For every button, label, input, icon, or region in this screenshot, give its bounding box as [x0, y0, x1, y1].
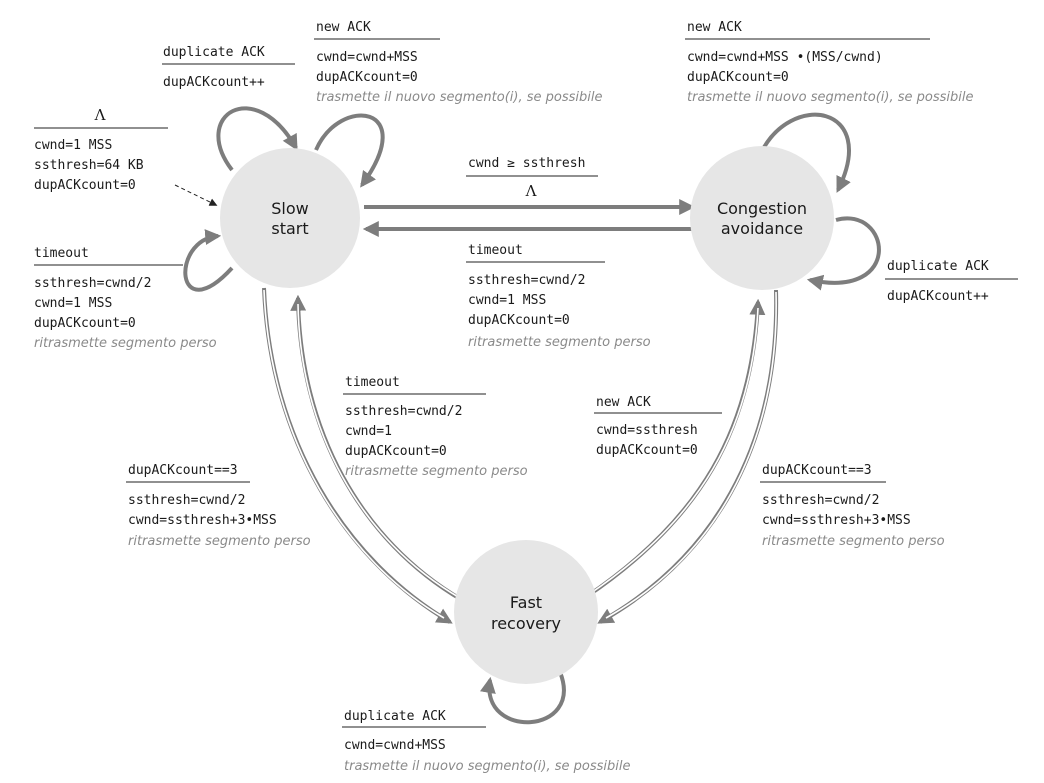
ss-to-ca-label: cwnd ≥ ssthresh Λ: [466, 156, 598, 200]
ss-dup-ack-loop: [216, 106, 298, 172]
ss-timeout-label: timeout ssthresh=cwnd/2 cwnd=1 MSS dupAC…: [34, 246, 217, 351]
transition-action: ssthresh=cwnd/2: [128, 493, 245, 508]
transition-event: duplicate ACK: [887, 259, 989, 274]
transition-action: Λ: [525, 182, 537, 200]
transition-event: duplicate ACK: [344, 709, 446, 724]
fr-dup-ack-loop: [480, 671, 566, 725]
state-fast-recovery-label-line1: Fast: [510, 593, 542, 612]
initial-action: cwnd=1 MSS: [34, 138, 112, 153]
state-fast-recovery-label-line2: recovery: [491, 614, 561, 633]
transition-action: cwnd=ssthresh+3•MSS: [128, 513, 277, 528]
transition-event: duplicate ACK: [163, 45, 265, 60]
transition-event: timeout: [345, 375, 400, 390]
ca-new-ack-loop: [758, 112, 851, 193]
transition-action: cwnd=1 MSS: [468, 293, 546, 308]
transition-action: ssthresh=cwnd/2: [345, 404, 462, 419]
transition-event: new ACK: [316, 20, 371, 35]
transition-action: dupACKcount=0: [468, 313, 570, 328]
transition-note: trasmette il nuovo segmento(i), se possi…: [316, 90, 602, 105]
transition-note: ritrasmette segmento perso: [468, 335, 651, 350]
ss-new-ack-loop: [314, 113, 385, 188]
ss-timeout-loop: [183, 229, 234, 292]
transition-action: cwnd=1: [345, 424, 392, 439]
ss-new-ack-label: new ACK cwnd=cwnd+MSS dupACKcount=0 tras…: [314, 20, 602, 105]
transition-action: ssthresh=cwnd/2: [762, 493, 879, 508]
initial-label: Λ cwnd=1 MSS ssthresh=64 KB dupACKcount=…: [34, 106, 168, 193]
transition-event: timeout: [34, 246, 89, 261]
state-congestion-avoidance: Congestion avoidance: [690, 146, 834, 290]
initial-event: Λ: [94, 106, 106, 124]
fr-to-ss-label: timeout ssthresh=cwnd/2 cwnd=1 dupACKcou…: [343, 375, 528, 479]
transition-action: ssthresh=cwnd/2: [468, 273, 585, 288]
transition-event: new ACK: [687, 20, 742, 35]
transition-event: cwnd ≥ ssthresh: [468, 156, 585, 171]
transition-event: timeout: [468, 243, 523, 258]
transition-action: cwnd=ssthresh+3•MSS: [762, 513, 911, 528]
fr-dup-ack-label: duplicate ACK cwnd=cwnd+MSS trasmette il…: [342, 709, 630, 774]
initial-transition-arrow: [174, 184, 218, 206]
transition-action: dupACKcount=0: [687, 70, 789, 85]
transition-action: dupACKcount++: [887, 289, 989, 304]
state-fast-recovery: Fast recovery: [454, 540, 598, 684]
transition-note: trasmette il nuovo segmento(i), se possi…: [687, 90, 973, 105]
state-congestion-avoidance-label-line2: avoidance: [721, 219, 803, 238]
transition-action: dupACKcount=0: [316, 70, 418, 85]
transition-action: cwnd=ssthresh: [596, 423, 698, 438]
transition-note: ritrasmette segmento perso: [345, 464, 528, 479]
state-congestion-avoidance-label-line1: Congestion: [717, 199, 807, 218]
transition-note: ritrasmette segmento perso: [34, 336, 217, 351]
initial-action: ssthresh=64 KB: [34, 158, 144, 173]
ca-new-ack-label: new ACK cwnd=cwnd+MSS •(MSS/cwnd) dupACK…: [685, 20, 973, 105]
state-slow-start: Slow start: [220, 148, 360, 288]
transition-note: ritrasmette segmento perso: [762, 534, 945, 549]
transition-action: dupACKcount=0: [34, 316, 136, 331]
ca-to-fr-label: dupACKcount==3 ssthresh=cwnd/2 cwnd=ssth…: [760, 463, 945, 549]
initial-action: dupACKcount=0: [34, 178, 136, 193]
state-slow-start-label-line1: Slow: [271, 199, 308, 218]
transition-action: cwnd=cwnd+MSS •(MSS/cwnd): [687, 50, 883, 65]
transition-event: new ACK: [596, 395, 651, 410]
transition-action: cwnd=1 MSS: [34, 296, 112, 311]
transition-action: ssthresh=cwnd/2: [34, 276, 151, 291]
transition-event: dupACKcount==3: [762, 463, 872, 478]
transition-action: dupACKcount=0: [345, 444, 447, 459]
transition-action: dupACKcount=0: [596, 443, 698, 458]
ca-dup-ack-label: duplicate ACK dupACKcount++: [885, 259, 1018, 304]
transition-action: dupACKcount++: [163, 75, 265, 90]
ss-dup-ack-label: duplicate ACK dupACKcount++: [162, 45, 295, 90]
transition-note: ritrasmette segmento perso: [128, 534, 311, 549]
transition-action: cwnd=cwnd+MSS: [344, 738, 446, 753]
fr-to-ca-label: new ACK cwnd=ssthresh dupACKcount=0: [594, 395, 722, 458]
transition-note: trasmette il nuovo segmento(i), se possi…: [344, 759, 630, 774]
state-slow-start-label-line2: start: [271, 219, 308, 238]
transition-event: dupACKcount==3: [128, 463, 238, 478]
transition-action: cwnd=cwnd+MSS: [316, 50, 418, 65]
ca-dup-ack-loop: [806, 216, 881, 291]
ss-to-fr-label: dupACKcount==3 ssthresh=cwnd/2 cwnd=ssth…: [126, 463, 311, 549]
ca-to-ss-label: timeout ssthresh=cwnd/2 cwnd=1 MSS dupAC…: [466, 243, 651, 350]
